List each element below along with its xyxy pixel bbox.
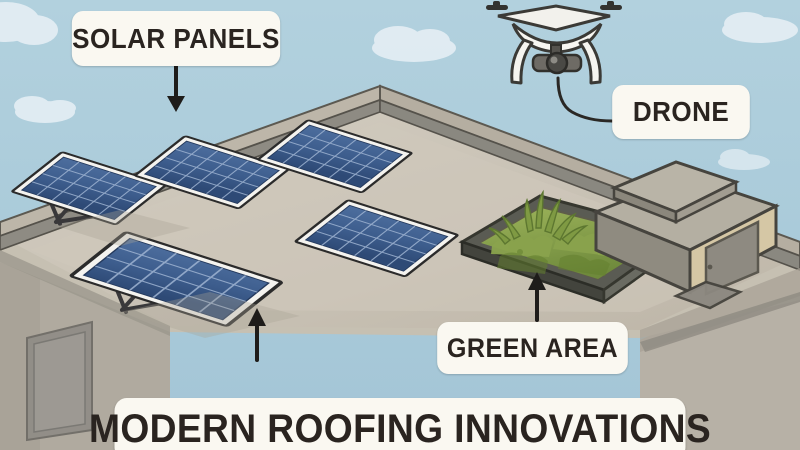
arrow-up-green-area — [528, 272, 546, 322]
facade-window — [26, 320, 93, 442]
cloud-right — [722, 12, 798, 43]
cloud-top-left — [0, 2, 58, 45]
panel-shadows — [56, 210, 300, 338]
door-handle — [707, 264, 713, 270]
roof-vent-box — [672, 280, 744, 310]
drone-rotor — [486, 1, 622, 10]
roof-edge-front-left — [0, 250, 170, 336]
cloud-group — [0, 2, 798, 170]
cloud-mid — [372, 26, 456, 62]
rooftop-mechanical-penthouse — [591, 160, 780, 296]
planter-grass-blades — [488, 189, 589, 246]
penthouse-door — [704, 219, 760, 296]
cloud-right-low — [718, 149, 770, 170]
drone-camera-gimbal — [531, 44, 583, 75]
callout-label-green-area: GREEN AREA — [437, 322, 628, 374]
drone-landing-skid — [510, 38, 602, 85]
drone-leader-line — [556, 76, 614, 123]
callout-label-drone: DRONE — [612, 85, 750, 139]
roof-edge-front-right — [640, 292, 800, 352]
callout-arrows — [167, 64, 546, 362]
cloud-left-low — [14, 96, 76, 123]
callout-label-solar-panels: SOLAR PANELS — [71, 11, 281, 66]
arrow-up-lower-array — [248, 308, 266, 362]
drone — [486, 1, 622, 123]
poster-title: MODERN ROOFING INNOVATIONS — [89, 398, 711, 450]
arrow-down-solar — [167, 64, 185, 112]
